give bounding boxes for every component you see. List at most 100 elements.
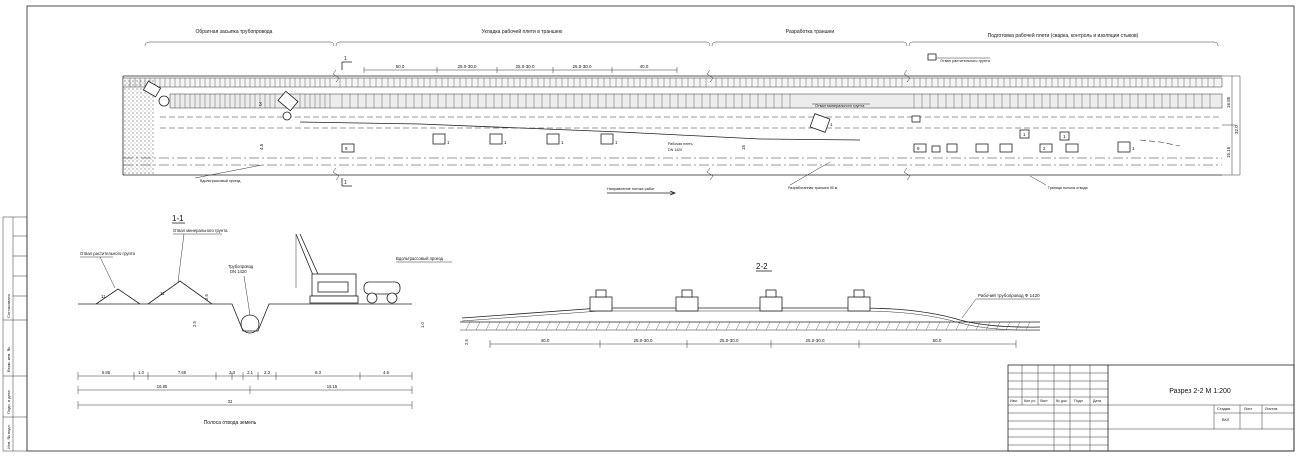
zone-label-backfill: Обратная засыпка трубопровода bbox=[196, 29, 273, 35]
zone-brace-backfill bbox=[144, 41, 335, 47]
plan-dim-4: 25.0-30.0 bbox=[572, 64, 592, 69]
sec11-label-mineral: Отвал минерального грунта bbox=[173, 228, 228, 233]
plan-callout-boundary: Граница полосы отвода bbox=[1048, 186, 1088, 190]
plan-num-45: 4.5 bbox=[259, 143, 264, 150]
sec11-vdim-1: 2.5 bbox=[192, 321, 197, 327]
stamp-h-kol: Кол.уч. bbox=[1024, 399, 1036, 403]
title-block: Изм. Кол.уч. Лист № док. Подп. Дата Разр… bbox=[1007, 364, 1295, 452]
sec22-dim-4: 25.0-30.0 bbox=[805, 338, 825, 343]
pipelayer-icon bbox=[589, 289, 871, 312]
heap-num-1: 11 bbox=[101, 294, 106, 299]
sec22-dim-3: 25.0-30.0 bbox=[719, 338, 739, 343]
plan-num-9b: 9 bbox=[917, 146, 920, 151]
direction-arrow-icon bbox=[607, 190, 677, 196]
sec11-label-topsoil: Отвал растительного грунта bbox=[80, 251, 136, 256]
plan-box-9 bbox=[341, 143, 355, 153]
plan-callout-topsoil: Отвал растительного грунта bbox=[940, 59, 991, 63]
sec11-dim-b: 1.0 bbox=[138, 370, 144, 375]
plan-callout-dn: DN 1420 bbox=[668, 148, 682, 152]
heap-num-2: 11 bbox=[160, 291, 165, 296]
section-1-1: 1-1 11 11 Отвал растительного грунта bbox=[77, 214, 452, 426]
plan-callout-mineral: Отвал минерального грунта bbox=[815, 104, 865, 108]
section22-title: 2-2 bbox=[756, 262, 768, 271]
plan-dim-right-3: 32.0 bbox=[1234, 125, 1239, 134]
stamp-title: Разрез 2-2 М 1:200 bbox=[1169, 388, 1231, 395]
plan-num-3: 3 bbox=[259, 102, 262, 108]
stamp-stage-value: ВКЛ bbox=[1222, 418, 1230, 422]
welding-equipment-icon bbox=[911, 53, 1131, 153]
sec11-dim-h: 4.5 bbox=[383, 370, 389, 375]
sec22-dim-1: 40.0 bbox=[541, 338, 550, 343]
sec11-dim-right: 15.15 bbox=[327, 384, 338, 389]
sec11-label-roadway: Вдольтрассовый проезд bbox=[396, 256, 444, 261]
sec11-dim-f: 2.3 bbox=[264, 370, 270, 375]
plan-num-1e: 1 bbox=[830, 122, 833, 127]
zone-label-laying: Укладка рабочей плети в траншею bbox=[482, 28, 563, 35]
sec11-dim-total: 32 bbox=[228, 399, 233, 404]
sec11-label-pipeline: Трубопровод bbox=[228, 264, 254, 269]
plan-dim-1: 50.0 bbox=[396, 64, 405, 69]
stamp-h-podp: Подп. bbox=[1074, 399, 1084, 403]
sec11-dim-g: 8.3 bbox=[315, 370, 321, 375]
plan-num-1b: 1 bbox=[504, 140, 507, 145]
pipelayer-crane-icon bbox=[295, 233, 359, 304]
sec22-dim-5: 50.0 bbox=[933, 338, 942, 343]
margin-label-replace: Взам. инв. № bbox=[6, 347, 11, 372]
stamp-h-izm: Изм. bbox=[1010, 399, 1018, 403]
plan-dim-2: 25.0-30.0 bbox=[457, 64, 477, 69]
pipelayer-icon bbox=[432, 133, 614, 145]
plan-num-1g: 1 bbox=[1063, 134, 1066, 139]
sec11-vdim-2: 2.5 bbox=[204, 294, 209, 300]
margin-label-agreed: Согласовано bbox=[6, 293, 11, 318]
plan-dim-right-2: 15.15 bbox=[1226, 146, 1231, 158]
plan-num-1d: 1 bbox=[615, 140, 618, 145]
margin-label-sign: Подп. и дата bbox=[6, 390, 11, 414]
zone-brace-prep bbox=[908, 41, 1219, 47]
plan-view: Обратная засыпка трубопровода Укладка ра… bbox=[122, 28, 1241, 196]
backfill-excavator-icon bbox=[277, 90, 299, 121]
stamp-h-doc: № док. bbox=[1056, 399, 1068, 403]
plan-callout-workpipe: Рабочая плеть bbox=[668, 142, 693, 146]
sec11-label-dn: DN 1420 bbox=[230, 269, 247, 274]
stamp-stage: Стадия bbox=[1217, 407, 1230, 411]
plan-direction-label: Направление потока работ bbox=[607, 187, 655, 191]
side-margin: Согласовано Взам. инв. № Подп. и дата Ин… bbox=[2, 216, 28, 452]
section-mark-bottom: 1 bbox=[344, 180, 347, 186]
zone-brace-trench bbox=[711, 41, 908, 47]
section11-title: 1-1 bbox=[172, 214, 184, 223]
sec11-dim-d: 2.3 bbox=[229, 370, 235, 375]
sec11-dim-left: 16.85 bbox=[157, 384, 168, 389]
zone-label-prep: Подготовка рабочей плети (сварка, контро… bbox=[988, 32, 1139, 39]
stamp-h-list: Лист bbox=[1040, 399, 1048, 403]
sec11-dim-a: 5.85 bbox=[102, 370, 111, 375]
fuel-tanker-icon bbox=[363, 281, 401, 304]
plan-num-1h: 1 bbox=[1132, 146, 1135, 151]
pipe-circle-icon bbox=[240, 314, 260, 334]
sec22-pipeline-label: Рабочий трубопровод Ф 1420 bbox=[978, 292, 1040, 298]
plan-num-9: 9 bbox=[345, 146, 348, 151]
stamp-sheet: Лист bbox=[1244, 407, 1253, 411]
plan-num-1c: 1 bbox=[561, 140, 564, 145]
trench-excavator-icon bbox=[809, 113, 831, 133]
plan-num-1a: 1 bbox=[447, 140, 450, 145]
sec22-dim-2: 25.0-30.0 bbox=[633, 338, 653, 343]
plan-num-15: 15 bbox=[741, 144, 746, 150]
plan-num-1f: 1 bbox=[1023, 132, 1026, 137]
plan-dim-3: 25.0-30.0 bbox=[515, 64, 535, 69]
margin-label-inv: Инв. № подл. bbox=[6, 424, 11, 449]
plan-dim-5: 40.0 bbox=[640, 64, 649, 69]
stamp-h-date: Дата bbox=[1093, 399, 1101, 403]
sec11-dim-e: 2.1 bbox=[247, 370, 253, 375]
plan-callout-cut: Разработанная траншея 50 м bbox=[788, 186, 838, 190]
stamp-sheets: Листов bbox=[1265, 407, 1277, 411]
sec11-caption: Полоса отвода земель bbox=[204, 420, 257, 426]
zone-brace-laying bbox=[335, 41, 711, 47]
sec11-dim-c: 7.65 bbox=[178, 370, 187, 375]
backfill-bulldozer-icon bbox=[142, 80, 170, 107]
sec22-left-dim: 2.6 bbox=[464, 339, 469, 345]
plan-num-2: 2 bbox=[1043, 146, 1046, 151]
plan-dim-right-1: 16.85 bbox=[1226, 96, 1231, 108]
plan-callout-road: Вдольтрассовый проезд bbox=[200, 179, 241, 183]
section-2-2: 2-2 Рабочий трубопровод Ф 1420 2.6 40.0 … bbox=[460, 262, 1040, 348]
